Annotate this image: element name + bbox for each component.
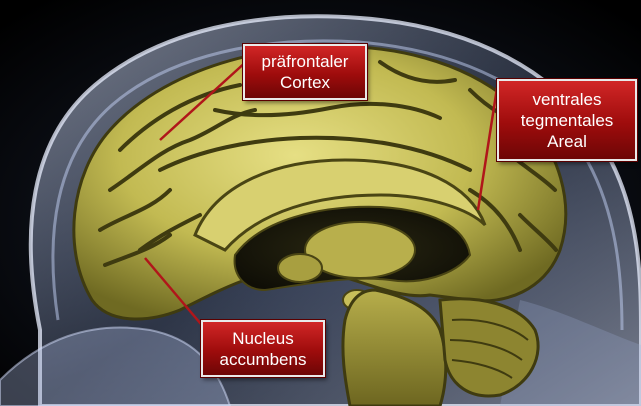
label-prefrontal-cortex: präfrontaler Cortex [243,44,367,100]
label-text-line: Cortex [280,72,330,93]
brainstem [343,290,538,406]
label-ventral-tegmental-area: ventrales tegmentales Areal [497,79,637,161]
label-text-line: Areal [547,131,587,152]
label-text-line: tegmentales [521,110,614,131]
label-text-line: accumbens [220,349,307,370]
label-text-line: ventrales [533,89,602,110]
label-text-line: präfrontaler [262,51,349,72]
label-text-line: Nucleus [232,328,293,349]
hypothalamus [278,254,322,282]
label-nucleus-accumbens: Nucleus accumbens [201,320,325,377]
